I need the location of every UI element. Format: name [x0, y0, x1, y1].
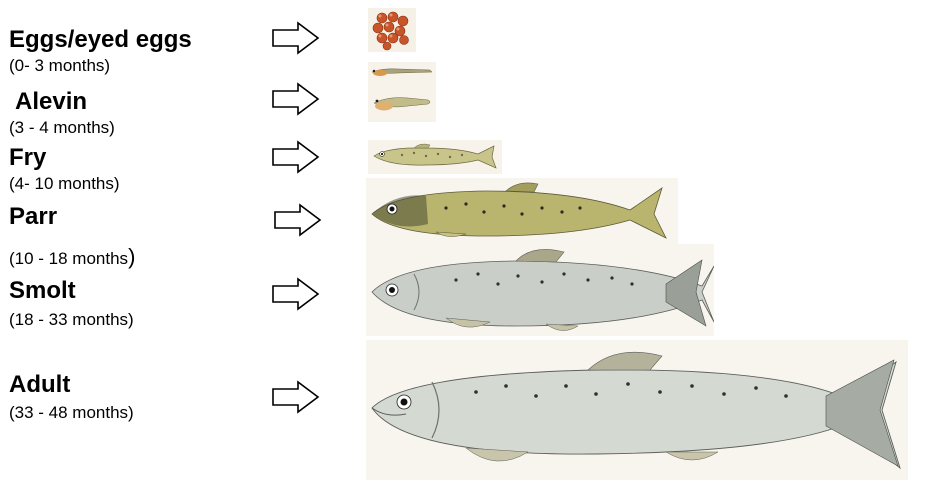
arrow-right-icon: [271, 21, 321, 55]
arrow-right-icon: [271, 140, 321, 174]
stage-eggs-age: (0- 3 months): [9, 56, 110, 76]
stage-parr-age-text: (10 - 18 months: [9, 249, 128, 268]
parr-fish-icon: [366, 178, 678, 244]
stage-smolt-title: Smolt: [9, 278, 76, 304]
stage-alevin-age: (3 - 4 months): [9, 118, 115, 138]
adult-fish-icon: [366, 340, 908, 480]
stage-smolt-age: (18 - 33 months): [9, 310, 134, 330]
arrow-right-icon: [271, 82, 321, 116]
stage-adult-title: Adult: [9, 372, 70, 398]
stage-adult-age: (33 - 48 months): [9, 403, 134, 423]
stage-parr-title: Parr: [9, 204, 57, 230]
arrow-right-icon: [273, 203, 323, 237]
eggs-icon: [368, 8, 416, 52]
stage-fry-title: Fry: [9, 145, 46, 171]
arrow-right-icon: [271, 277, 321, 311]
arrow-right-icon: [271, 380, 321, 414]
fry-fish-icon: [368, 140, 502, 174]
stage-parr-age: (10 - 18 months): [9, 247, 135, 269]
stage-fry-age: (4- 10 months): [9, 174, 120, 194]
smolt-fish-icon: [366, 244, 714, 336]
stage-eggs-title: Eggs/eyed eggs: [9, 27, 192, 53]
stage-alevin-title: Alevin: [15, 89, 87, 115]
stage-parr-age-close: ): [128, 244, 135, 269]
alevin-icon: [368, 62, 436, 122]
